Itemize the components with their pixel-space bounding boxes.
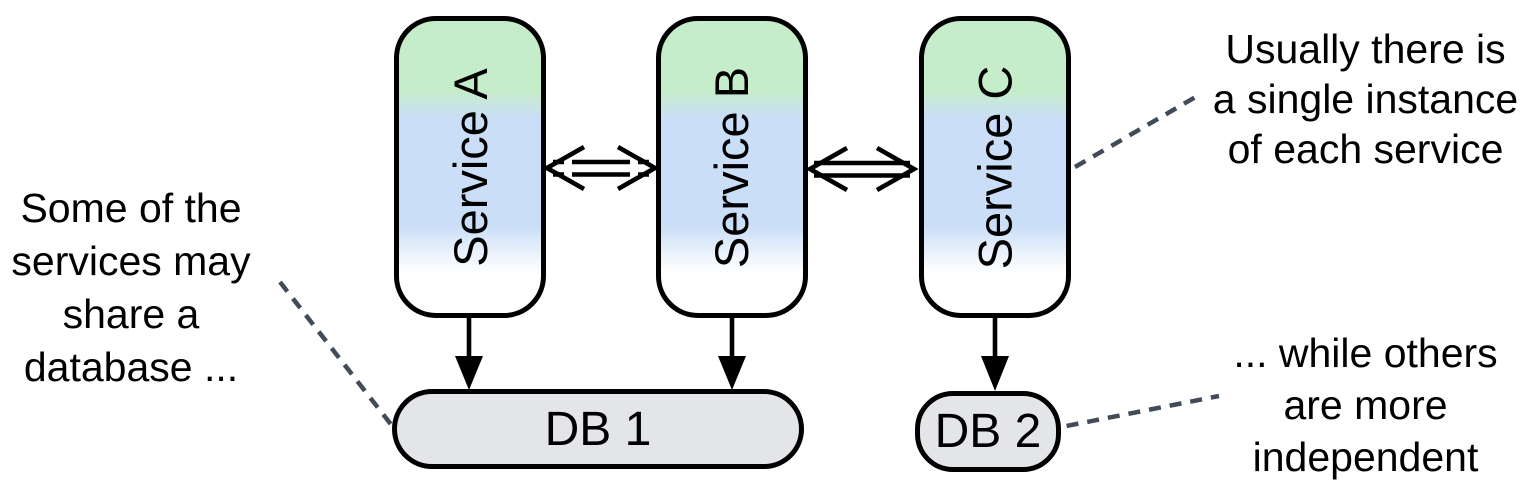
db-1-box: DB 1	[392, 389, 804, 469]
db-1-label: DB 1	[544, 402, 652, 456]
top-right-annotation-line: of each service	[1227, 126, 1504, 172]
double-arrow-b-c-icon	[805, 145, 919, 193]
down-arrow-b-db1-icon	[718, 316, 746, 390]
service-c-box: Service C	[919, 16, 1071, 318]
left-annotation-line: database ...	[23, 344, 239, 390]
left-annotation-line: Some of the	[20, 185, 242, 231]
down-arrow-a-db1-icon	[455, 316, 483, 390]
left-annotation-line: services may	[11, 238, 251, 284]
service-b-label: Service B	[705, 66, 759, 268]
top-right-annotation: Usually there is a single instance of ea…	[1192, 24, 1539, 174]
db-2-label: DB 2	[934, 405, 1042, 458]
top-right-annotation-line: a single instance	[1212, 76, 1519, 122]
callout-line-db2-bottomright	[1045, 393, 1220, 433]
left-annotation: Some of the services may share a databas…	[0, 182, 262, 394]
double-arrow-a-b-icon	[542, 144, 660, 192]
service-b-box: Service B	[656, 16, 808, 318]
service-a-label: Service A	[443, 67, 497, 267]
callout-line-left-db1	[278, 280, 395, 429]
service-a-box: Service A	[394, 16, 546, 318]
service-c-label: Service C	[968, 65, 1022, 269]
top-right-annotation-line: Usually there is	[1225, 26, 1506, 72]
bottom-right-annotation: ... while others are more independent	[1192, 327, 1539, 480]
db-2-box: DB 2	[915, 391, 1061, 472]
bottom-right-annotation-line: ... while others	[1233, 330, 1498, 376]
down-arrow-c-db2-icon	[981, 316, 1009, 391]
bottom-right-annotation-line: are more	[1283, 382, 1448, 428]
left-annotation-line: share a	[62, 291, 200, 337]
bottom-right-annotation-line: independent	[1252, 434, 1479, 480]
callout-line-servicec-topright	[1073, 93, 1201, 169]
